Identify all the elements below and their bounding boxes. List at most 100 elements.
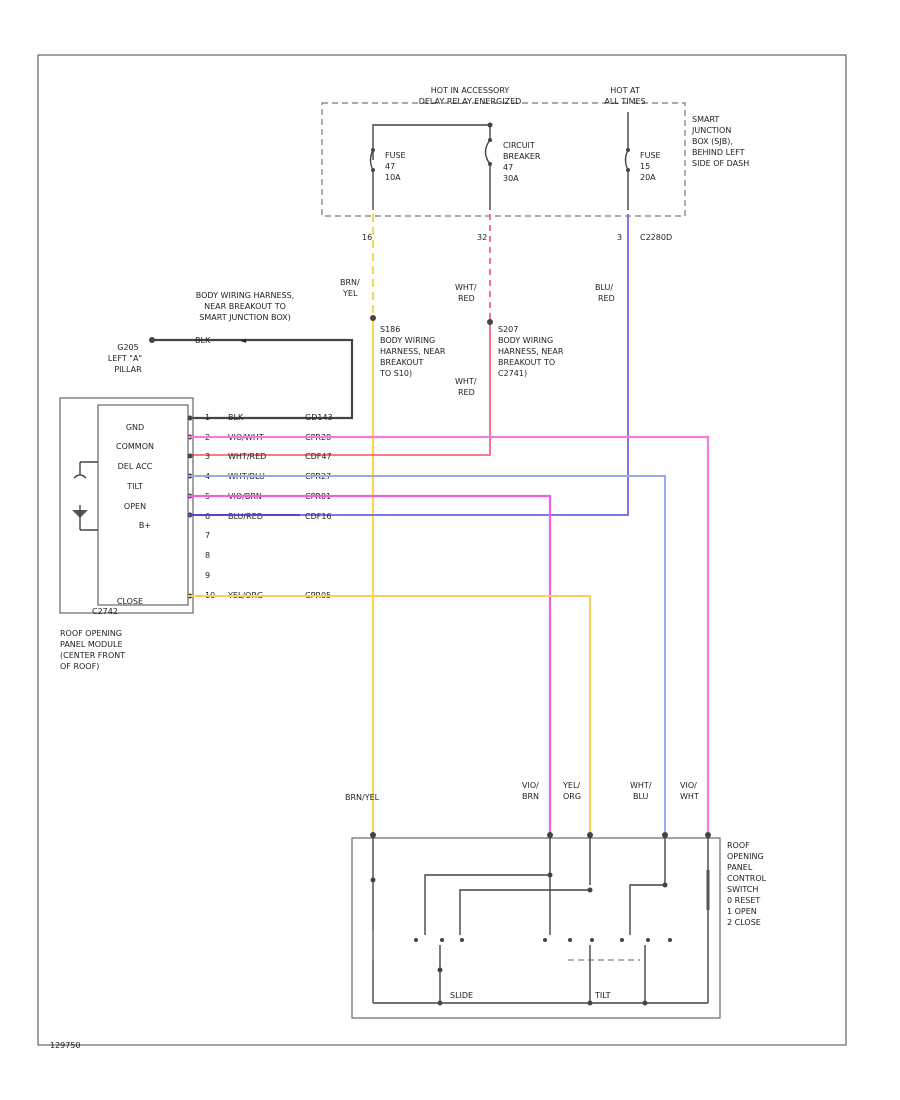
sjb-connector-label: C2280D	[640, 233, 672, 242]
svg-text:CDF16: CDF16	[305, 512, 332, 521]
svg-text:1 OPEN: 1 OPEN	[727, 907, 757, 916]
svg-text:BLU: BLU	[633, 792, 649, 801]
svg-text:SMART JUNCTION BOX): SMART JUNCTION BOX)	[199, 313, 290, 322]
breaker-label-a: CIRCUIT	[503, 141, 535, 150]
svg-text:6: 6	[205, 512, 210, 521]
svg-text:B+: B+	[139, 521, 151, 530]
module-close-label: CLOSE	[117, 597, 143, 606]
module-description: ROOF OPENING PANEL MODULE (CENTER FRONT …	[60, 629, 125, 671]
svg-text:YEL/: YEL/	[562, 781, 580, 790]
fuse-15-icon	[624, 148, 630, 210]
wire-yel-org	[188, 595, 591, 833]
ground-wire-marker: ◄	[240, 336, 247, 345]
sjb-pin-32: 32	[477, 233, 487, 242]
module-connector-label: C2742	[92, 607, 118, 616]
svg-text:1: 1	[205, 413, 210, 422]
ground-g205-label: G205 LEFT "A" PILLAR	[108, 343, 142, 374]
svg-text:GD143: GD143	[305, 413, 333, 422]
svg-text:S207: S207	[498, 325, 518, 334]
svg-text:SIDE OF DASH: SIDE OF DASH	[692, 159, 749, 168]
svg-text:3: 3	[205, 452, 210, 461]
wire-ground-blk	[152, 338, 354, 420]
label-blu-red-a: BLU/	[595, 283, 613, 292]
circuit-breaker-icon	[484, 138, 492, 210]
diagram-frame	[37, 54, 847, 1046]
svg-text:ROOF OPENING: ROOF OPENING	[60, 629, 122, 638]
label-brn-yel-a: BRN/	[340, 278, 360, 287]
svg-text:9: 9	[205, 571, 210, 580]
roof-opening-panel-control-switch	[351, 837, 721, 1019]
label-wht-red-lower-b: RED	[458, 388, 475, 397]
svg-text:LEFT "A": LEFT "A"	[108, 354, 142, 363]
switch-top-labels: BRN/YEL VIO/ BRN YEL/ ORG WHT/ BLU VIO/ …	[345, 781, 699, 802]
svg-text:2 CLOSE: 2 CLOSE	[727, 918, 761, 927]
switch-slide-label: SLIDE	[450, 991, 473, 1000]
svg-text:PANEL: PANEL	[727, 863, 753, 872]
hot-header-1: HOT IN ACCESSORY	[431, 86, 510, 95]
svg-text:S186: S186	[380, 325, 400, 334]
splice-s207-label: S207 BODY WIRING HARNESS, NEAR BREAKOUT …	[498, 325, 564, 378]
hot-header-2: DELAY RELAY ENERGIZED	[419, 97, 522, 106]
label-wht-red-a: WHT/	[455, 283, 477, 292]
module-pin-numbers: 1 2 3 4 5 6 7 8 9 10	[205, 413, 215, 600]
fuse1-label-c: 10A	[385, 173, 401, 182]
svg-text:OF ROOF): OF ROOF)	[60, 662, 99, 671]
svg-text:BREAKOUT TO: BREAKOUT TO	[498, 358, 555, 367]
fuse1-label-a: FUSE	[385, 151, 406, 160]
svg-text:HARNESS, NEAR: HARNESS, NEAR	[380, 347, 446, 356]
splice-s207-icon	[487, 319, 493, 325]
svg-text:BODY WIRING: BODY WIRING	[498, 336, 553, 345]
svg-text:WHT/RED: WHT/RED	[228, 452, 266, 461]
svg-text:GND: GND	[126, 423, 144, 432]
ground-wire-color: BLK	[195, 336, 211, 345]
fuse-47-icon	[369, 148, 375, 210]
fuse2-label-a: FUSE	[640, 151, 661, 160]
motor-icon	[72, 461, 98, 531]
svg-text:DEL ACC: DEL ACC	[118, 462, 153, 471]
bus-node	[487, 122, 493, 128]
accessory-bus	[372, 124, 491, 160]
svg-text:BRN: BRN	[522, 792, 539, 801]
svg-text:TILT: TILT	[126, 482, 143, 491]
svg-text:8: 8	[205, 551, 210, 560]
svg-text:G205: G205	[117, 343, 138, 352]
breaker-label-b: BREAKER	[503, 152, 541, 161]
switch-description: ROOF OPENING PANEL CONTROL SWITCH 0 RESE…	[727, 841, 767, 927]
wire-blu-red	[188, 214, 629, 516]
svg-text:BLK: BLK	[228, 413, 244, 422]
svg-text:BODY WIRING HARNESS,: BODY WIRING HARNESS,	[196, 291, 295, 300]
svg-text:7: 7	[205, 531, 210, 540]
diagram-footer-id: 129750	[50, 1041, 81, 1050]
svg-text:BLU/RED: BLU/RED	[228, 512, 263, 521]
label-brn-yel-b: YEL	[342, 289, 358, 298]
breaker-label-c: 47	[503, 163, 513, 172]
svg-text:ORG: ORG	[563, 792, 581, 801]
wire-wht-red	[188, 318, 491, 456]
wire-wht-blu	[188, 475, 666, 833]
splice-s186-icon	[370, 315, 376, 321]
svg-text:ROOF: ROOF	[727, 841, 750, 850]
svg-text:NEAR BREAKOUT TO: NEAR BREAKOUT TO	[204, 302, 286, 311]
svg-text:PILLAR: PILLAR	[114, 365, 142, 374]
svg-text:WHT: WHT	[680, 792, 699, 801]
svg-text:OPEN: OPEN	[124, 502, 146, 511]
switch-tilt-label: TILT	[594, 991, 611, 1000]
svg-text:PANEL MODULE: PANEL MODULE	[60, 640, 123, 649]
smart-junction-box	[321, 102, 686, 217]
fuse2-label-b: 15	[640, 162, 650, 171]
switch-internal-circuit	[370, 832, 711, 1006]
svg-text:BOX (SJB),: BOX (SJB),	[692, 137, 733, 146]
fuse2-label-c: 20A	[640, 173, 656, 182]
module-circuit-ids: GD143 CPR28 CDF47 CPR27 CPR01 CDF16 CPR0…	[305, 413, 333, 600]
hot-at-1: HOT AT	[610, 86, 640, 95]
svg-text:BODY WIRING: BODY WIRING	[380, 336, 435, 345]
svg-text:SWITCH: SWITCH	[727, 885, 758, 894]
svg-text:C2741): C2741)	[498, 369, 527, 378]
svg-text:VIO/: VIO/	[680, 781, 697, 790]
sjb-pin-16: 16	[362, 233, 372, 242]
svg-text:TO S10): TO S10)	[379, 369, 412, 378]
svg-text:BREAKOUT: BREAKOUT	[380, 358, 424, 367]
breaker-label-d: 30A	[503, 174, 519, 183]
label-blu-red-b: RED	[598, 294, 615, 303]
